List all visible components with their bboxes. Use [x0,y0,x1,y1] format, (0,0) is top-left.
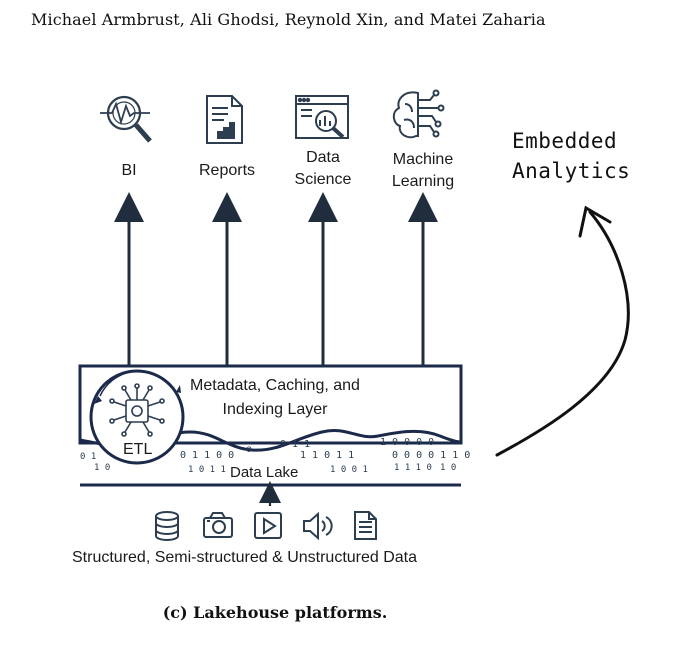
svg-text:o: o [246,444,252,455]
data-science-window-icon [295,95,349,139]
figure-caption: (c) Lakehouse platforms. [162,603,388,622]
etl-label: ETL [123,441,153,458]
bi-magnifier-icon [100,95,152,143]
embedded-analytics-arrow [495,205,630,457]
consumer-label-machine-learning: Machine Learning [391,151,455,190]
report-document-icon [206,95,243,144]
camera-icon [203,512,233,538]
sources-label: Structured, Semi-structured & Unstructur… [72,549,418,566]
text-file-icon [354,511,377,540]
consumer-label-data-science: Data Science [294,149,352,188]
consumer-label-bi: BI [121,162,137,179]
svg-text:0 0 0 0 1 1 0: 0 0 0 0 1 1 0 [392,450,470,461]
etl-cycle [89,369,185,465]
svg-text:0 1 1: 0 1 1 [280,439,310,450]
binary-data-pattern: 0 1 1 0 0 1 1 0 0 1 0 1 1 1 o 0 1 1 1 1 … [80,437,470,475]
audio-speaker-icon [303,511,333,541]
database-icon [155,511,179,541]
brain-circuit-icon [392,89,445,139]
svg-text:1 0: 1 0 [440,463,456,473]
svg-text:1 0 0 1: 1 0 0 1 [330,465,368,475]
svg-text:1 0 1 1 1: 1 0 1 1 1 [188,465,237,475]
metadata-layer-label: Metadata, Caching, and Indexing Layer [190,377,360,418]
processor-chip-icon [109,383,165,437]
svg-text:1 1 1 0: 1 1 1 0 [394,463,432,473]
svg-text:1 0: 1 0 [94,463,110,473]
svg-text:1 0 0 0 0: 1 0 0 0 0 [380,437,434,448]
svg-text:1 1 0 1 1: 1 1 0 1 1 [300,450,354,461]
svg-text:0 1 1 0 0: 0 1 1 0 0 [180,450,234,461]
video-play-icon [254,512,282,539]
embedded-analytics-annotation: Embedded Analytics [512,129,631,183]
consumer-label-reports: Reports [198,162,256,179]
data-lake-label: Data Lake [228,464,301,481]
consumer-arrows [114,192,438,366]
svg-text:0 1: 0 1 [80,452,96,462]
author-line: Michael Armbrust, Ali Ghodsi, Reynold Xi… [31,10,546,29]
